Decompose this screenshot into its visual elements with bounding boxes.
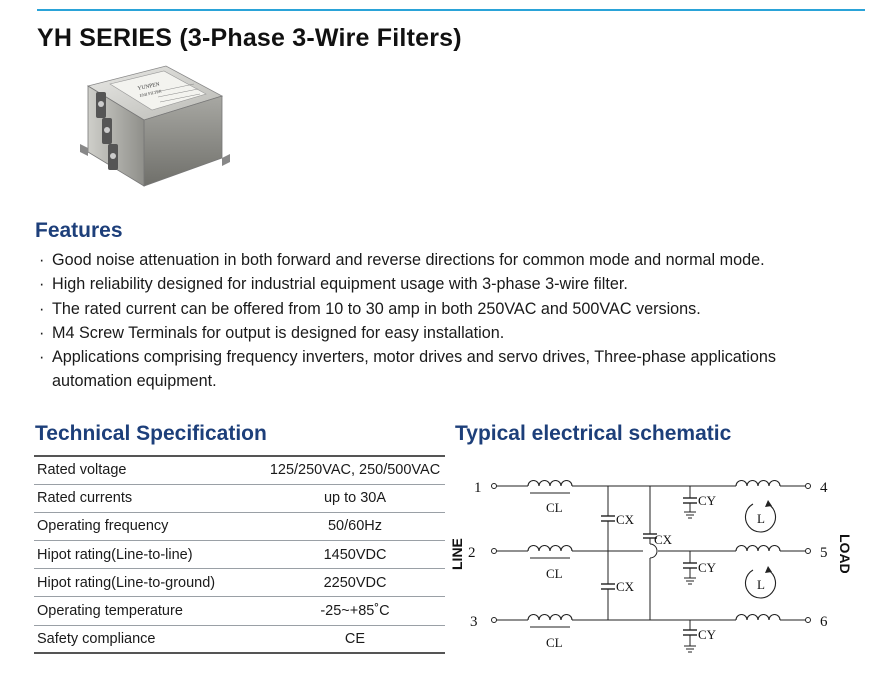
capacitor-label: CX bbox=[654, 532, 673, 547]
top-rule bbox=[37, 9, 865, 11]
list-item: · High reliability designed for industria… bbox=[37, 272, 857, 296]
line-side-label: LINE bbox=[449, 538, 465, 570]
spec-label: Hipot rating(Line-to-ground) bbox=[34, 568, 265, 598]
load-side-label: LOAD bbox=[837, 534, 853, 574]
list-item: · M4 Screw Terminals for output is design… bbox=[37, 321, 857, 345]
spec-label: Operating frequency bbox=[34, 512, 265, 542]
schematic-heading: Typical electrical schematic bbox=[455, 422, 732, 445]
terminal-label: 1 bbox=[474, 480, 482, 496]
terminal-label: 5 bbox=[820, 545, 828, 561]
table-row: Operating temperature-25~+85˚C bbox=[34, 596, 445, 626]
spec-label: Rated currents bbox=[34, 484, 265, 513]
capacitor-label: CX bbox=[616, 512, 635, 527]
capacitor-label: CX bbox=[616, 579, 635, 594]
product-label-lettering: YUNPEN EMI FILTER bbox=[137, 81, 162, 98]
list-item: · Good noise attenuation in both forward … bbox=[37, 248, 857, 272]
inductor-label: CL bbox=[546, 635, 563, 650]
spec-value: CE bbox=[265, 625, 445, 655]
spec-value: 125/250VAC, 250/500VAC bbox=[265, 454, 445, 485]
spec-label: Safety compliance bbox=[34, 625, 265, 655]
schematic-diagram: 1 2 3 4 5 6 CL CL CL CX CX CX CY CY CY L… bbox=[449, 480, 853, 653]
inductor-label: CL bbox=[546, 500, 563, 515]
product-photo: YUNPEN EMI FILTER bbox=[80, 65, 230, 187]
feature-text: M4 Screw Terminals for output is designe… bbox=[52, 323, 505, 342]
terminal-label: 2 bbox=[468, 545, 476, 561]
spec-heading: Technical Specification bbox=[35, 422, 267, 445]
table-row: Hipot rating(Line-to-line)1450VDC bbox=[34, 540, 445, 570]
svg-text:EMI FILTER: EMI FILTER bbox=[139, 88, 162, 98]
capacitor-label: CY bbox=[698, 493, 717, 508]
spec-value: 1450VDC bbox=[265, 540, 445, 570]
features-list: · Good noise attenuation in both forward … bbox=[37, 248, 857, 394]
capacitor-label: CY bbox=[698, 560, 717, 575]
table-row: Hipot rating(Line-to-ground)2250VDC bbox=[34, 568, 445, 598]
feature-text: High reliability designed for industrial… bbox=[52, 275, 628, 294]
capacitor-label: CY bbox=[698, 627, 717, 642]
terminal-label: 3 bbox=[470, 614, 478, 630]
choke-label: L bbox=[757, 577, 765, 592]
bullet-glyph: · bbox=[39, 275, 45, 294]
spec-value: up to 30A bbox=[265, 484, 445, 513]
spec-label: Operating temperature bbox=[34, 596, 265, 626]
feature-text: Applications comprising frequency invert… bbox=[52, 348, 776, 391]
bullet-glyph: · bbox=[39, 323, 45, 342]
inductor-label: CL bbox=[546, 566, 563, 581]
terminal-label: 6 bbox=[820, 614, 828, 630]
bullet-glyph: · bbox=[39, 348, 45, 367]
list-item: · Applications comprising frequency inver… bbox=[37, 345, 857, 394]
terminal-label: 4 bbox=[820, 480, 828, 496]
spec-value: 50/60Hz bbox=[265, 512, 445, 542]
bullet-glyph: · bbox=[39, 299, 45, 318]
svg-text:YUNPEN: YUNPEN bbox=[137, 81, 160, 92]
spec-label: Hipot rating(Line-to-line) bbox=[34, 540, 265, 570]
feature-text: Good noise attenuation in both forward a… bbox=[52, 251, 765, 269]
spec-value: -25~+85˚C bbox=[265, 596, 445, 626]
spec-value: 2250VDC bbox=[265, 568, 445, 598]
feature-text: The rated current can be offered from 10… bbox=[52, 299, 701, 318]
spec-label: Rated voltage bbox=[34, 454, 265, 485]
choke-label: L bbox=[757, 511, 765, 526]
list-item: · The rated current can be offered from 1… bbox=[37, 297, 857, 321]
features-heading: Features bbox=[35, 219, 123, 242]
bullet-glyph: · bbox=[39, 251, 45, 269]
page-title: YH SERIES (3-Phase 3-Wire Filters) bbox=[37, 24, 462, 52]
